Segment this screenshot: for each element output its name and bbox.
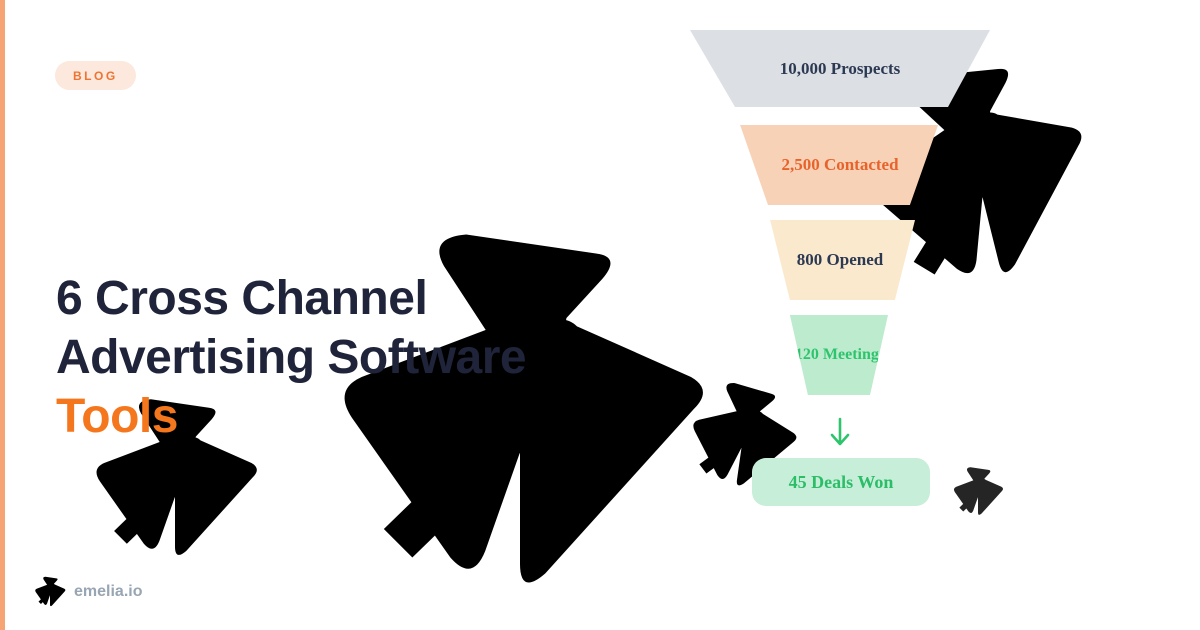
- funnel-stage-label: 10,000 Prospects: [779, 58, 901, 78]
- page-title: 6 Cross Channel Advertising Software Too…: [56, 269, 656, 446]
- funnel-stage-opened: 800 Opened: [770, 220, 915, 300]
- blog-badge: BLOG: [55, 61, 136, 90]
- left-accent-bar: [0, 0, 5, 630]
- brand-name: emelia.io: [74, 583, 143, 600]
- sales-funnel-chart: 10,000 Prospects 2,500 Contacted 800 Ope…: [690, 30, 1004, 550]
- title-line-1: 6 Cross Channel: [56, 272, 428, 326]
- funnel-stage-label: 2,500 Contacted: [781, 155, 899, 174]
- down-arrow-icon: [830, 417, 850, 446]
- funnel-stage-prospects: 10,000 Prospects: [690, 30, 990, 107]
- title-accent-word: Tools: [56, 390, 178, 444]
- funnel-stage-contacted: 2,500 Contacted: [740, 125, 939, 205]
- emelia-logo-icon: [953, 467, 1004, 515]
- footer-brand: emelia.io: [34, 576, 142, 608]
- funnel-result-deals-won: 45 Deals Won: [752, 458, 930, 506]
- funnel-stage-label: 800 Opened: [796, 250, 884, 269]
- title-line-2: Advertising Software: [56, 331, 527, 385]
- emelia-logo-icon: [35, 576, 66, 607]
- funnel-stage-meetings: 120 Meetings: [789, 315, 888, 395]
- funnel-stage-label: 120 Meetings: [794, 346, 886, 363]
- funnel-result-label: 45 Deals Won: [788, 471, 894, 492]
